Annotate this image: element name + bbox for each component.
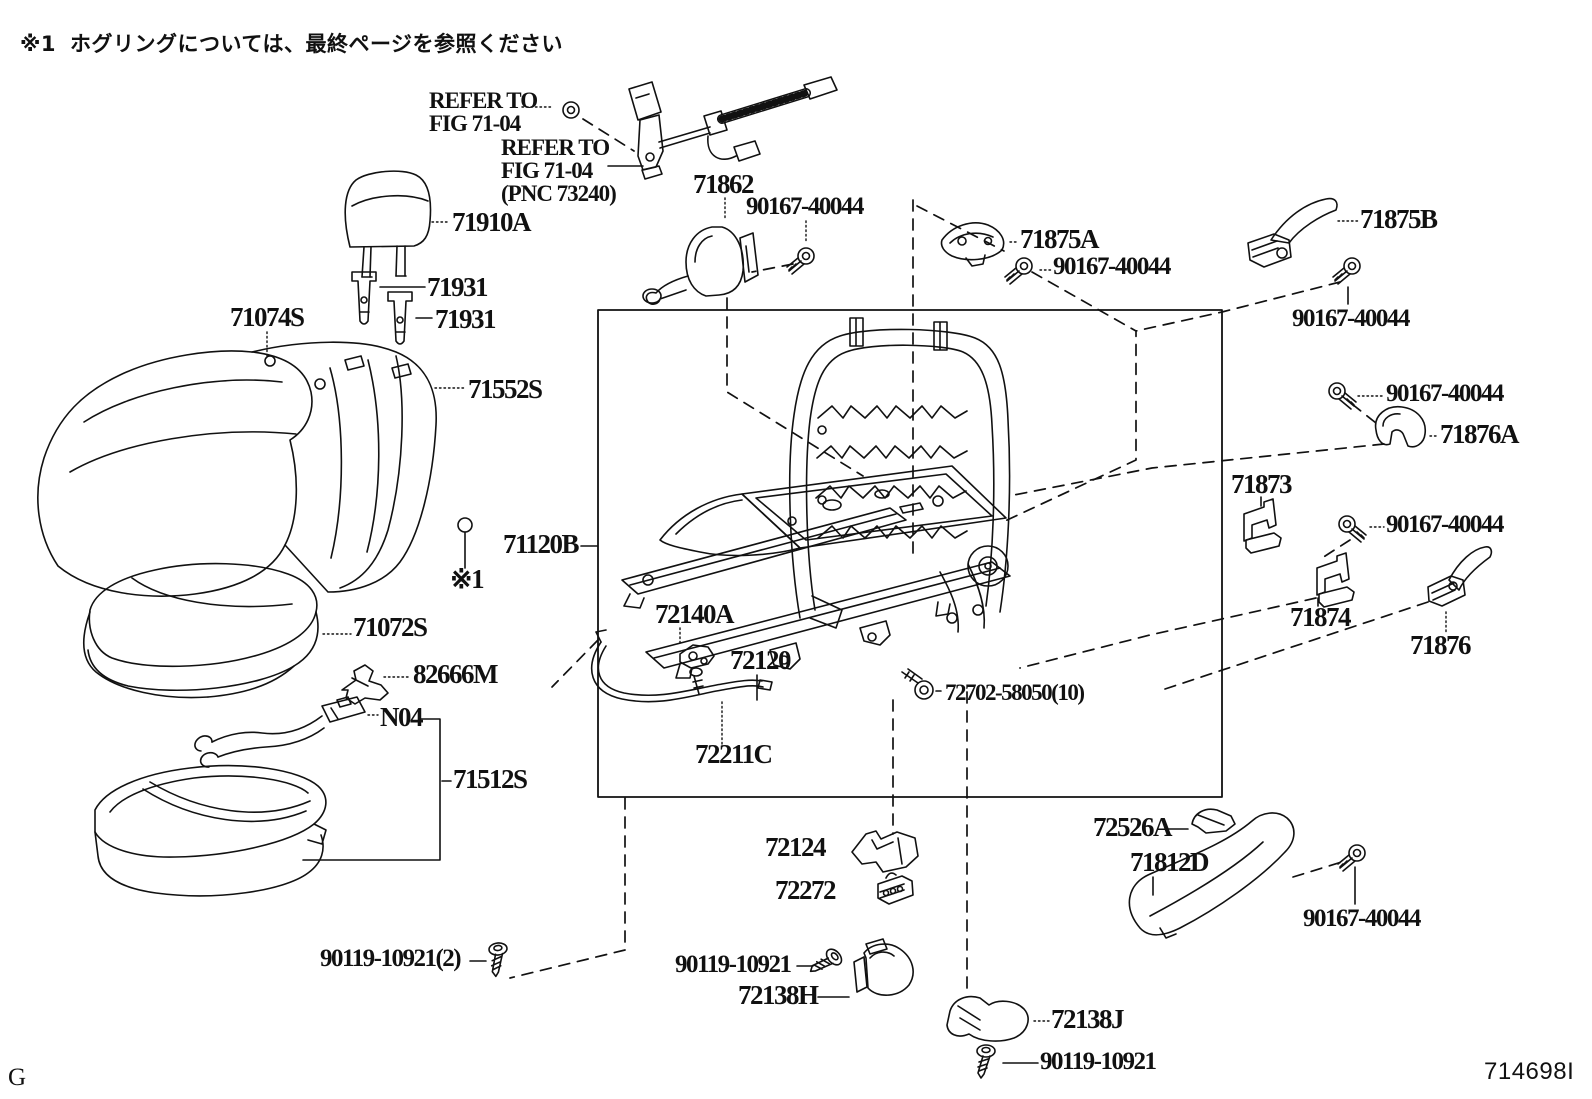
cushion-frame-drawing (621, 465, 1011, 679)
headrest-support-a-drawing (351, 271, 377, 325)
fastener-label-90167-40044-1: 90167-40044 (746, 193, 864, 220)
part-label-71812D: 71812D (1130, 847, 1210, 877)
fastener-label-90167-40044-5: 90167-40044 (1386, 511, 1504, 538)
part-label-71910A: 71910A (452, 207, 532, 237)
assembly-dashed-lines (509, 118, 1429, 994)
fastener-label-90167-40044-4: 90167-40044 (1386, 380, 1504, 407)
part-label-71072S: 71072S (353, 612, 428, 642)
bracket-upper-drawing (1243, 498, 1282, 554)
part-label-71552S: 71552S (468, 374, 543, 404)
screw-71876a-drawing (1328, 382, 1357, 410)
part-label-72140A: 72140A (655, 599, 735, 629)
part-label-71876A: 71876A (1440, 419, 1520, 449)
footnote-marker: ※1 (20, 32, 57, 56)
fastener-label-90167-40044-2: 90167-40044 (1053, 253, 1171, 280)
screw-71873-drawing (1338, 515, 1367, 543)
leader-lines-dotted (266, 106, 1447, 1022)
fastener-label-72702-58050: 72702-58050(10) (945, 680, 1085, 705)
footnote-text: ホグリングについては、最終ページを参照ください (70, 32, 564, 56)
seatback-drawing (37, 341, 437, 597)
hook-a-drawing (940, 222, 1005, 267)
frame-assembly-box (597, 309, 1223, 798)
hook-mid-drawing (1374, 405, 1427, 448)
part-label-71074S: 71074S (230, 302, 305, 332)
hogring-footnote: ※1 ホグリングについては、最終ページを参照ください (20, 28, 563, 58)
part-label-71876: 71876 (1410, 630, 1472, 660)
bracket-lower-drawing (1316, 552, 1355, 608)
part-label-N04: N04 (380, 702, 424, 732)
belt-guide-drawing (642, 226, 759, 305)
refer-to-fig-71-04-a: REFER TO FIG 71-04 (429, 88, 538, 136)
part-label-72272: 72272 (775, 875, 837, 905)
screw-cushion-drawing (487, 941, 511, 978)
screw-72138h-drawing (807, 945, 846, 983)
leader-lines-solid (302, 165, 1356, 1064)
belt-buckle-assembly-drawing (562, 76, 838, 180)
part-label-72124: 72124 (765, 832, 827, 862)
part-label-71120B: 71120B (503, 529, 580, 559)
screw-72138j-drawing (976, 1044, 996, 1079)
part-label-71862: 71862 (693, 169, 755, 199)
part-label-71873: 71873 (1231, 469, 1293, 499)
page-letter: G (8, 1064, 27, 1091)
track-bracket-drawing (679, 644, 715, 695)
part-label-72138J: 72138J (1051, 1004, 1125, 1034)
side-shield-drawing (1128, 812, 1295, 939)
part-label-71875A: 71875A (1020, 224, 1100, 254)
track-cover-j-drawing (946, 995, 1029, 1042)
figure-code: 714698I (1484, 1058, 1575, 1085)
screw-71862-drawing (786, 247, 815, 275)
connector-block-drawing (877, 872, 914, 905)
part-label-71875B: 71875B (1360, 204, 1438, 234)
fastener-label-90119-10921-b: 90119-10921 (1040, 1048, 1157, 1075)
fastener-label-90167-40044-3: 90167-40044 (1292, 305, 1410, 332)
cushion-cover-drawing (82, 562, 319, 699)
fastener-label-90119-10921-c: 90119-10921 (675, 951, 792, 978)
fastener-label-90119-10921-2x: 90119-10921(2) (320, 945, 462, 972)
anchor-cover-drawing (851, 830, 919, 873)
refer-to-fig-71-04-b: REFER TO FIG 71-04 (PNC 73240) (501, 135, 617, 206)
screw-71875a-drawing (1004, 257, 1033, 285)
track-cover-h-drawing (853, 938, 914, 996)
part-label-82666M: 82666M (413, 659, 498, 689)
screw-71812d-drawing (1337, 844, 1366, 872)
part-label-72138H: 72138H (738, 980, 819, 1010)
hook-lower-drawing (1427, 546, 1493, 607)
hole-cap-drawing (1191, 808, 1236, 834)
lock-wire-drawing (591, 629, 773, 703)
cushion-pad-drawing (94, 764, 327, 897)
hook-b-drawing (1247, 197, 1338, 268)
part-label-72120: 72120 (730, 645, 792, 675)
part-label-71512S: 71512S (453, 764, 528, 794)
part-label-71874: 71874 (1290, 602, 1352, 632)
fastener-label-90167-40044-6: 90167-40044 (1303, 905, 1421, 932)
hogring-mark-drawing (457, 517, 473, 569)
part-label-72211C: 72211C (695, 739, 773, 769)
screw-71875b-drawing (1332, 257, 1361, 285)
part-label-71931-b: 71931 (435, 304, 497, 334)
headrest-support-b-drawing (387, 291, 413, 345)
hogring-wire-drawing (194, 696, 366, 768)
headrest-drawing (344, 170, 432, 278)
part-label-72526A: 72526A (1093, 812, 1173, 842)
footnote-ref-mark: ※1 (450, 564, 485, 594)
part-label-71931-a: 71931 (427, 272, 489, 302)
bolt-rail-drawing (901, 668, 934, 700)
